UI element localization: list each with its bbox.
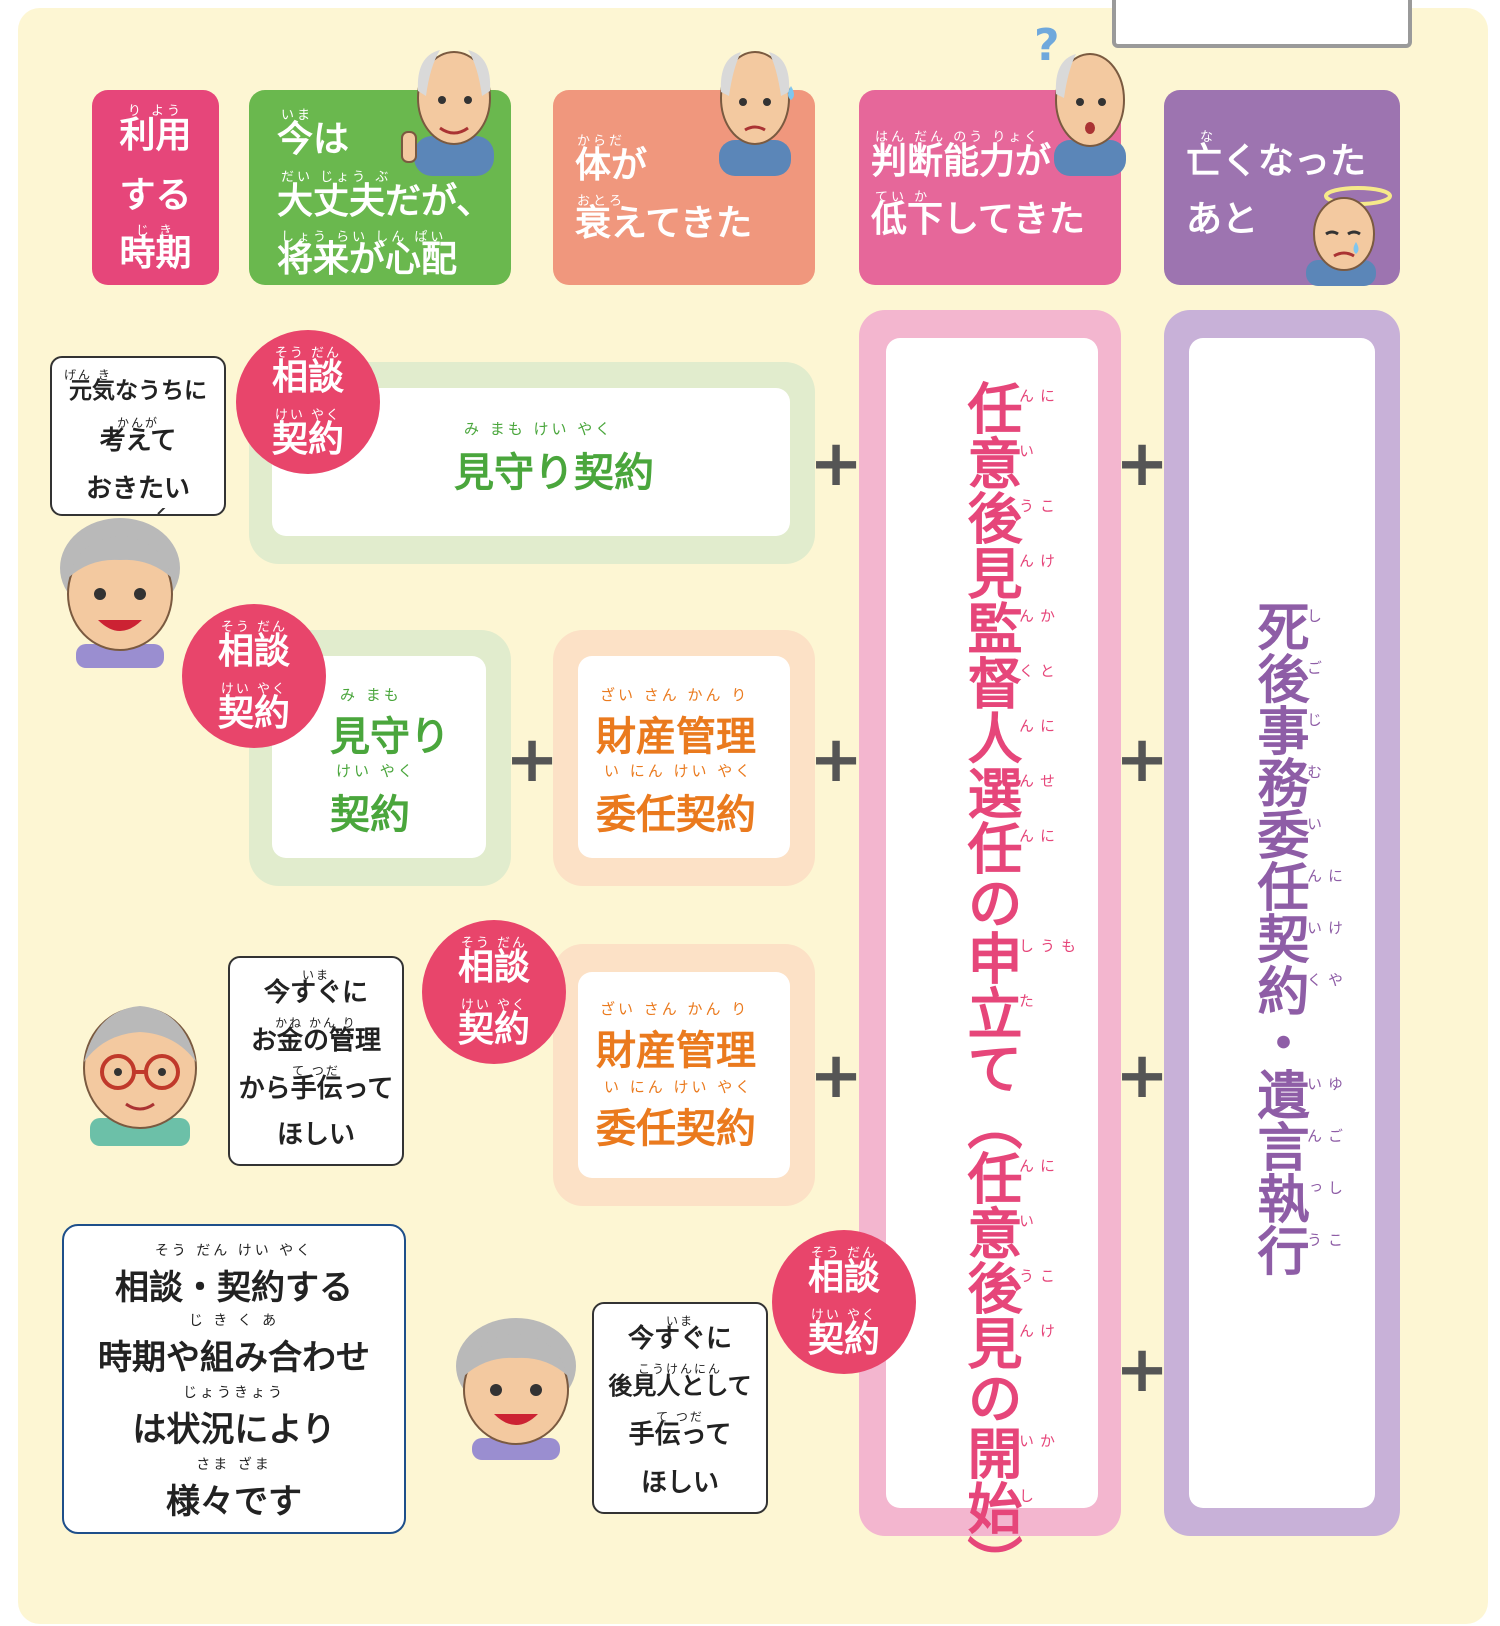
row3-mandate-label: 委任契約 — [596, 1106, 756, 1152]
row2-contract-label: 契約 — [330, 792, 410, 838]
ruby-annotation: ゆい — [1305, 1076, 1344, 1091]
plus-sign-row2-b: + — [809, 723, 863, 797]
row2-mandate-label: 委任契約 — [596, 792, 756, 838]
ruby-annotation: にん — [1017, 1158, 1056, 1173]
ruby-annotation: けい — [1305, 920, 1344, 935]
row2-contract-ruby: けい やく — [336, 762, 416, 780]
ruby-annotation: こう — [1305, 1232, 1344, 1247]
ruby-annotation: じ — [1305, 712, 1323, 727]
plus-sign-row3-b: + — [1115, 1039, 1169, 1113]
elderly-man-confused-icon: ? — [1034, 20, 1126, 176]
elderly-man-glasses-icon — [83, 1006, 197, 1146]
note-box: そう だん けい やく 相談・契約する じ き く あ 時期や組み合わせ じょう… — [62, 1224, 406, 1534]
speech-bubble-guardian-help: いま 今すぐに こうけんにん 後見人として て つだ 手伝って ほしい — [592, 1302, 768, 1514]
plus-sign-row1-b: + — [1115, 427, 1169, 501]
elderly-woman-smiling-icon — [60, 508, 180, 668]
ruby-annotation: とく — [1017, 663, 1056, 678]
consult-badge-row1: そう だん 相談 けい やく 契約 — [236, 330, 380, 474]
consult-badge-row3: そう だん 相談 けい やく 契約 — [422, 920, 566, 1064]
ruby-annotation: い — [1017, 1213, 1035, 1228]
ruby-annotation: こう — [1017, 1268, 1056, 1283]
row2-asset-inner — [578, 656, 790, 858]
row3-asset-ruby: ざい さん かん り — [600, 1000, 750, 1018]
ruby-annotation: かん — [1017, 608, 1056, 623]
plus-sign-row2-a: + — [505, 723, 559, 797]
guardian-column-inner — [886, 338, 1098, 1508]
elderly-man-worried-icon — [719, 51, 794, 176]
speech-bubble-think-early: げん き 元気なうちに かんが 考えて おきたい — [50, 356, 226, 516]
ruby-annotation: い — [1305, 816, 1323, 831]
row3-asset-inner — [578, 972, 790, 1178]
ruby-annotation: けん — [1017, 1323, 1056, 1338]
ruby-annotation: せん — [1017, 773, 1056, 788]
consult-badge-row2: そう だん 相談 けい やく 契約 — [182, 604, 326, 748]
ruby-annotation: しっ — [1305, 1180, 1344, 1195]
row3-asset-label: 財産管理 — [596, 1028, 756, 1074]
ruby-annotation: ごん — [1305, 1128, 1344, 1143]
plus-sign-row2-c: + — [1115, 723, 1169, 797]
ruby-annotation: む — [1305, 764, 1323, 779]
plus-sign-row4: + — [1115, 1333, 1169, 1407]
row2-watch-label: 見守り — [330, 714, 450, 760]
plus-sign-row1-a: + — [809, 427, 863, 501]
ruby-annotation: もうし — [1017, 938, 1077, 953]
top-book-shape — [1112, 0, 1412, 48]
ruby-annotation: こう — [1017, 498, 1056, 513]
ruby-annotation: にん — [1017, 388, 1056, 403]
posthumous-column-inner — [1189, 338, 1375, 1508]
row2-watch-ruby: み まも — [340, 686, 402, 704]
ruby-annotation: ご — [1305, 660, 1323, 675]
header-usage-timing: り よう 利用 する じ き 時期 — [92, 90, 219, 285]
row3-mandate-ruby: い にん けい やく — [604, 1078, 754, 1096]
row2-mandate-ruby: い にん けい やく — [604, 762, 754, 780]
row2-asset-ruby: ざい さん かん り — [600, 686, 750, 704]
ruby-annotation: にん — [1305, 868, 1344, 883]
ruby-annotation: にん — [1017, 828, 1056, 843]
ruby-annotation: し — [1017, 1488, 1035, 1503]
consult-badge-row4: そう だん 相談 けい やく 契約 — [772, 1230, 916, 1374]
row1-watch-ruby: み まも けい やく — [464, 420, 614, 438]
elderly-man-angel-icon — [1306, 186, 1392, 286]
ruby-annotation: けん — [1017, 553, 1056, 568]
ruby-annotation: やく — [1305, 972, 1344, 987]
speech-bubble-money-help: いま 今すぐに かね かん り お金の管理 て つだ から手伝って ほしい — [228, 956, 404, 1166]
ruby-annotation: にん — [1017, 718, 1056, 733]
plus-sign-row3-a: + — [809, 1039, 863, 1113]
row2-asset-label: 財産管理 — [596, 714, 756, 760]
elderly-woman-smiling-icon — [456, 1318, 576, 1460]
guardian-petition-title: 任意後見監督人選任の申立て（任意後見の開始） — [958, 380, 1022, 1590]
svg-text:?: ? — [1034, 20, 1060, 71]
ruby-annotation: い — [1017, 443, 1035, 458]
ruby-annotation: かい — [1017, 1433, 1056, 1448]
row1-watch-contract: 見守り契約 — [454, 450, 654, 496]
ruby-annotation: た — [1017, 993, 1035, 1008]
posthumous-contract-title: 死後事務委任契約・遺言執行 — [1248, 600, 1308, 1276]
elderly-man-pointing-icon — [401, 50, 494, 176]
ruby-annotation: し — [1305, 608, 1323, 623]
